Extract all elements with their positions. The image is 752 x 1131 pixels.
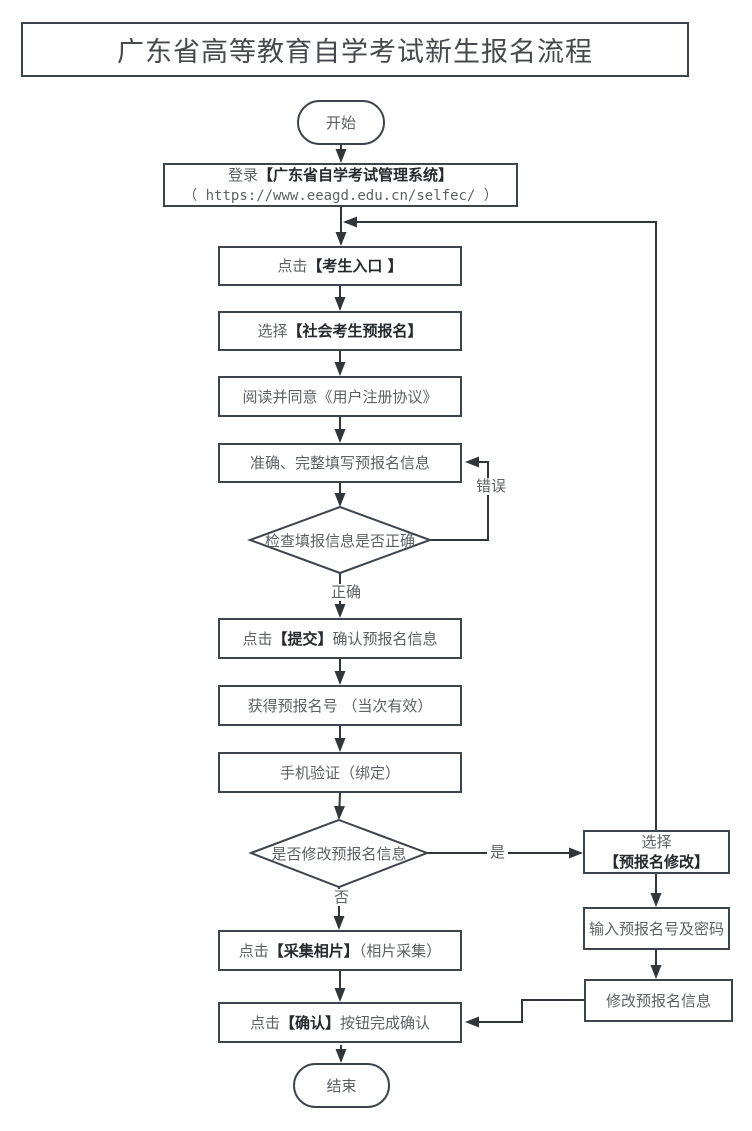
step-click-confirm-button: 点击【确认】按钮完成确认 [218, 1002, 462, 1043]
step-click-candidate-entrance: 点击【考生入口 】 [218, 246, 462, 286]
decision-check-correct-shape [247, 505, 433, 575]
step-read-agreement-label: 阅读并同意《用户注册协议》 [242, 387, 438, 406]
step-select-social-preregistration-label: 选择【社会考生预报名】 [257, 322, 423, 340]
step-input-number-password-label: 输入预报名号及密码 [588, 919, 724, 938]
decision-modify-question-shape [248, 818, 430, 889]
decision-check-correct-label: 检查填报信息是否正确 [264, 531, 415, 550]
page-title: 广东省高等教育自学考试新生报名流程 [117, 37, 593, 68]
edge-phone-modifyq [333, 792, 345, 820]
decision-modify-question-label: 是否修改预报名信息 [271, 844, 407, 863]
step-collect-photo-label: 点击【采集相片】（相片采集） [238, 941, 442, 960]
step-login-system-label: 登录【广东省自学考试管理系统】（ https://www.eeagd.edu.c… [183, 165, 498, 204]
edge-modifyinfo-confirm [465, 999, 584, 1028]
step-read-agreement: 阅读并同意《用户注册协议》 [218, 376, 462, 417]
terminal-end-label: 结束 [326, 1076, 357, 1095]
terminal-end: 结束 [293, 1063, 390, 1108]
terminal-start: 开始 [297, 100, 385, 145]
step-submit-confirm-info-label: 点击【提交】确认预报名信息 [242, 629, 438, 648]
edge-check-error-loop [430, 456, 489, 541]
flowchart-title-box: 广东省高等教育自学考试新生报名流程 [21, 22, 689, 77]
step-select-preregistration-modify-label: 选择【预报名修改】 [603, 833, 709, 871]
step-submit-confirm-info: 点击【提交】确认预报名信息 [218, 618, 462, 659]
step-login-system: 登录【广东省自学考试管理系统】（ https://www.eeagd.edu.c… [163, 163, 518, 207]
terminal-start-label: 开始 [325, 113, 356, 132]
edge-label-error: 错误 [473, 478, 510, 495]
step-modify-preregistration-info: 修改预报名信息 [584, 979, 733, 1022]
step-fill-preregistration-info-label: 准确、完整填写预报名信息 [249, 454, 430, 472]
step-phone-verification-label: 手机验证（绑定） [279, 763, 400, 782]
edge-label-yes: 是 [487, 844, 509, 861]
edge-modifyselect-return [343, 216, 657, 830]
edge-label-no: 否 [331, 889, 353, 906]
step-input-number-password: 输入预报名号及密码 [583, 907, 730, 950]
step-select-preregistration-modify: 选择【预报名修改】 [583, 830, 730, 874]
step-phone-verification: 手机验证（绑定） [218, 752, 462, 793]
step-modify-preregistration-info-label: 修改预报名信息 [605, 991, 711, 1010]
step-collect-photo: 点击【采集相片】（相片采集） [218, 930, 462, 971]
step-click-candidate-entrance-label: 点击【考生入口 】 [277, 257, 403, 275]
step-select-social-preregistration: 选择【社会考生预报名】 [218, 311, 462, 351]
step-get-preregistration-number-label: 获得预报名号 （当次有效） [247, 696, 433, 715]
edge-label-correct: 正确 [328, 584, 365, 601]
step-click-confirm-button-label: 点击【确认】按钮完成确认 [249, 1013, 431, 1032]
step-fill-preregistration-info: 准确、完整填写预报名信息 [218, 443, 462, 483]
step-get-preregistration-number: 获得预报名号 （当次有效） [218, 685, 462, 726]
